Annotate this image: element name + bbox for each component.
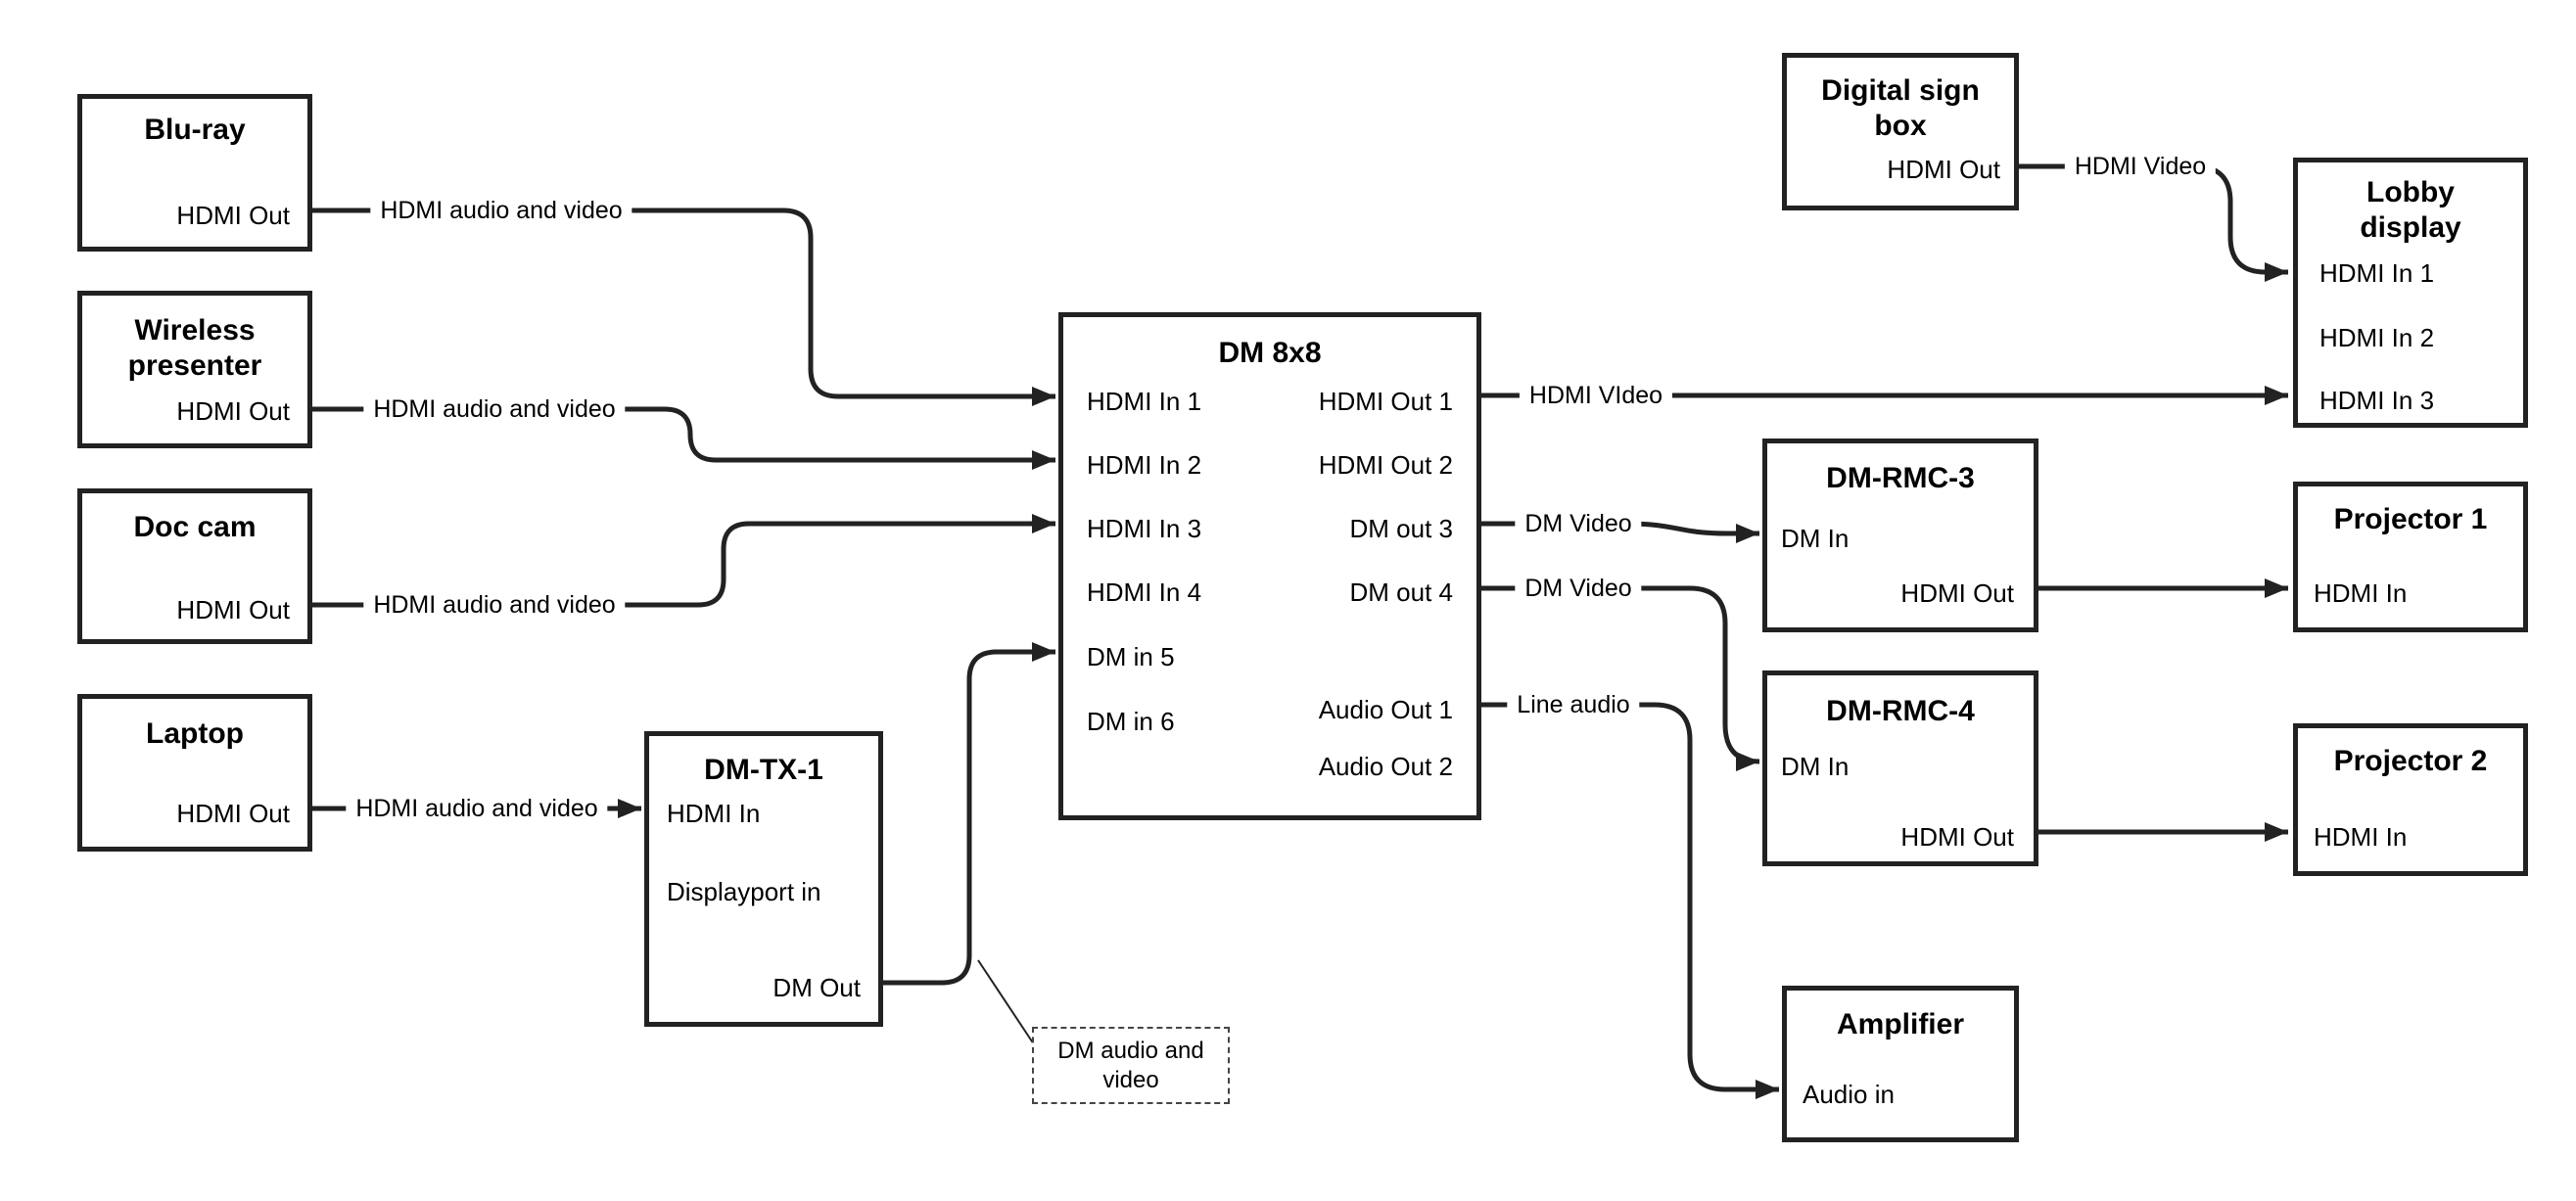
port-lobby-hdmi-in-1: HDMI In 1: [2319, 258, 2435, 288]
node-dm-rmc-4: DM-RMC-4 DM In HDMI Out: [1762, 670, 2038, 866]
port-dm8x8-dm-in-6: DM in 6: [1087, 707, 1175, 736]
node-title: Amplifier: [1836, 1008, 1965, 1040]
note-dm-audio-video: DM audio and video: [1032, 1027, 1230, 1104]
node-projector-1: Projector 1 HDMI In: [2293, 482, 2528, 632]
port-dm8x8-hdmi-in-4: HDMI In 4: [1087, 577, 1202, 607]
port-dmrmc3-dm-in: DM In: [1781, 524, 1850, 553]
port-dm8x8-hdmi-in-1: HDMI In 1: [1087, 387, 1202, 416]
node-title: Projector 1: [2333, 503, 2488, 535]
node-title: Projector 2: [2333, 745, 2488, 777]
node-title: Lobby display: [2360, 176, 2461, 244]
port-dm8x8-dm-out-3: DM out 3: [1349, 514, 1454, 543]
port-dmtx1-hdmi-in: HDMI In: [667, 799, 761, 828]
edge-dm8x8-out4-to-rmc4: [1481, 585, 1760, 771]
port-dm8x8-dm-out-4: DM out 4: [1349, 577, 1454, 607]
port-dm8x8-audio-out-2: Audio Out 2: [1318, 752, 1453, 781]
port-lobby-hdmi-in-2: HDMI In 2: [2319, 323, 2435, 352]
port-dm8x8-hdmi-in-3: HDMI In 3: [1087, 514, 1202, 543]
port-dmrmc4-hdmi-out: HDMI Out: [1900, 822, 2014, 852]
edge-label-dm-video-out3: DM Video: [1515, 507, 1642, 540]
node-dm-rmc-3: DM-RMC-3 DM In HDMI Out: [1762, 439, 2038, 632]
edge-label-dm-video-out4: DM Video: [1515, 572, 1642, 605]
node-lobby-display: Lobby display HDMI In 1 HDMI In 2 HDMI I…: [2293, 158, 2528, 428]
node-title: DM-RMC-3: [1826, 462, 1975, 494]
node-title: Laptop: [146, 717, 244, 750]
node-title: DM-RMC-4: [1826, 695, 1975, 727]
node-wireless-presenter: Wireless presenter HDMI Out: [77, 291, 312, 448]
node-doc-cam: Doc cam HDMI Out: [77, 488, 312, 644]
edge-label-line-audio: Line audio: [1507, 688, 1640, 721]
edge-label-hdmi-video-out1: HDMI VIdeo: [1519, 379, 1673, 412]
port-dmrmc4-dm-in: DM In: [1781, 752, 1850, 781]
edge-label-hdmi-av-doccam: HDMI audio and video: [363, 588, 626, 622]
node-dm-8x8: DM 8x8 HDMI In 1 HDMI In 2 HDMI In 3 HDM…: [1058, 312, 1481, 820]
edge-label-hdmi-av-bluray: HDMI audio and video: [370, 194, 632, 227]
note-pointer-line: [977, 959, 1037, 1048]
port-dmrmc3-hdmi-out: HDMI Out: [1900, 578, 2014, 608]
port-bluray-hdmi-out: HDMI Out: [176, 201, 290, 230]
node-title: DM 8x8: [1218, 337, 1322, 369]
node-laptop: Laptop HDMI Out: [77, 694, 312, 852]
edge-dmtx1-to-dm8x8-in5: [883, 642, 1055, 986]
port-wireless-hdmi-out: HDMI Out: [176, 396, 290, 426]
port-dm8x8-hdmi-in-2: HDMI In 2: [1087, 450, 1202, 480]
node-dm-tx-1: DM-TX-1 HDMI In Displayport in DM Out: [644, 731, 883, 1027]
port-lobby-hdmi-in-3: HDMI In 3: [2319, 386, 2435, 415]
node-title: DM-TX-1: [704, 754, 823, 786]
port-dmtx1-displayport-in: Displayport in: [667, 877, 821, 906]
edge-label-hdmi-video-sign: HDMI Video: [2064, 150, 2217, 183]
port-dm8x8-hdmi-out-2: HDMI Out 2: [1318, 450, 1453, 480]
port-amp-audio-in: Audio in: [1803, 1080, 1895, 1109]
node-title: Wireless presenter: [127, 314, 262, 382]
node-blu-ray: Blu-ray HDMI Out: [77, 94, 312, 252]
port-proj2-hdmi-in: HDMI In: [2314, 822, 2408, 852]
node-title: Digital sign box: [1821, 74, 1980, 142]
port-digitalsign-hdmi-out: HDMI Out: [1887, 155, 2000, 184]
node-projector-2: Projector 2 HDMI In: [2293, 723, 2528, 876]
node-title: Doc cam: [133, 511, 257, 543]
node-amplifier: Amplifier Audio in: [1782, 986, 2019, 1142]
port-dm8x8-hdmi-out-1: HDMI Out 1: [1318, 387, 1453, 416]
edge-bluray-to-dm8x8-in1: [312, 208, 1055, 406]
port-proj1-hdmi-in: HDMI In: [2314, 578, 2408, 608]
port-dm8x8-audio-out-1: Audio Out 1: [1318, 695, 1453, 724]
port-doccam-hdmi-out: HDMI Out: [176, 595, 290, 624]
port-laptop-hdmi-out: HDMI Out: [176, 799, 290, 828]
edge-dm8x8-audio1-to-amp: [1481, 702, 1779, 1099]
edge-label-hdmi-av-laptop: HDMI audio and video: [346, 792, 608, 825]
edge-wireless-to-dm8x8-in2: [312, 406, 1055, 470]
node-title: Blu-ray: [144, 114, 246, 146]
node-digital-sign-box: Digital sign box HDMI Out: [1782, 53, 2019, 210]
port-dm8x8-dm-in-5: DM in 5: [1087, 642, 1175, 671]
edge-label-hdmi-av-wireless: HDMI audio and video: [363, 393, 626, 426]
port-dmtx1-dm-out: DM Out: [773, 973, 861, 1002]
edge-doccam-to-dm8x8-in3: [312, 514, 1055, 608]
